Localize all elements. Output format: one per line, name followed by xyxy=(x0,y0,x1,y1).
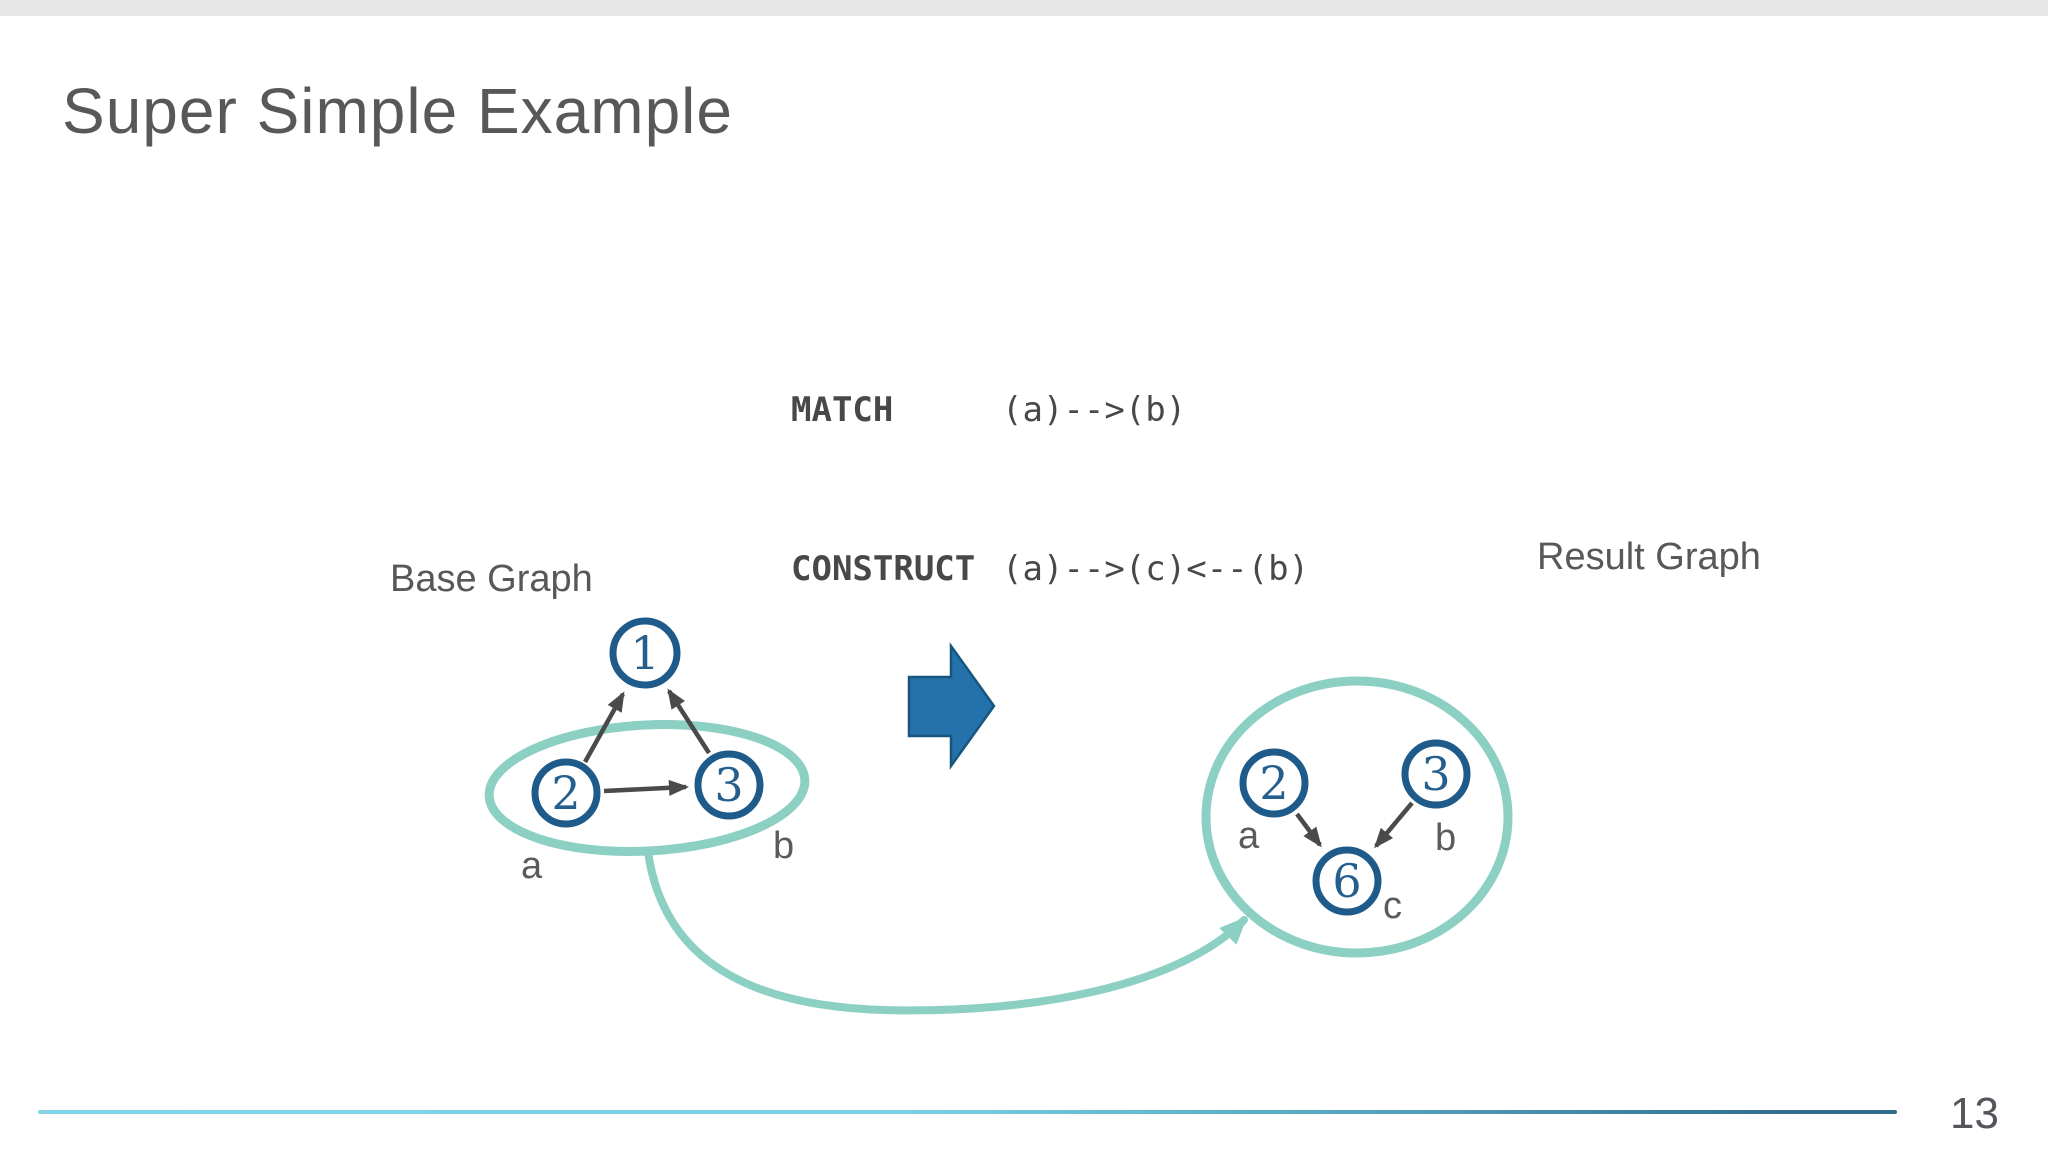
result-node-6: 6 xyxy=(1312,846,1382,916)
result-node-3-circle xyxy=(1401,739,1471,809)
result-node-2-circle xyxy=(1239,748,1309,818)
transform-arrow-icon xyxy=(907,642,996,770)
result-var-a-label: a xyxy=(1238,815,1260,857)
base-node-2-label: 2 xyxy=(551,766,580,820)
code-line-construct: CONSTRUCT (a)-->(c)<--(b) xyxy=(791,543,1309,596)
query-code-block: MATCH (a)-->(b) CONSTRUCT (a)-->(c)<--(b) xyxy=(791,278,1309,702)
code-line-match: MATCH (a)-->(b) xyxy=(791,384,1309,437)
footer-divider-line xyxy=(38,1110,1897,1114)
base-node-1-circle xyxy=(609,617,681,689)
result-node-2: 2 xyxy=(1239,748,1309,818)
base-node-3-circle xyxy=(694,750,764,820)
code-keyword-construct: CONSTRUCT xyxy=(791,549,976,589)
result-var-b-label: b xyxy=(1435,817,1456,859)
edge-r3-to-6 xyxy=(1374,801,1414,849)
mapping-arrow-icon xyxy=(644,848,1248,1015)
base-node-2: 2 xyxy=(531,758,601,828)
code-pattern-match: (a)-->(b) xyxy=(1002,390,1187,430)
result-node-6-circle xyxy=(1312,846,1382,916)
base-graph-binding-ellipse xyxy=(484,720,810,856)
edge-2-to-3 xyxy=(603,779,689,796)
code-pattern-construct: (a)-->(c)<--(b) xyxy=(1002,549,1310,589)
result-node-2-label: 2 xyxy=(1259,756,1288,810)
base-node-3-label: 3 xyxy=(714,758,743,812)
result-graph-label: Result Graph xyxy=(1537,536,1761,578)
page-title: Super Simple Example xyxy=(62,75,733,147)
page-number: 13 xyxy=(1950,1089,1999,1138)
result-node-3: 3 xyxy=(1401,739,1471,809)
result-node-3-label: 3 xyxy=(1421,747,1450,801)
base-node-2-circle xyxy=(531,758,601,828)
result-var-c-label: c xyxy=(1383,885,1402,927)
base-graph-label: Base Graph xyxy=(390,558,593,600)
code-keyword-match: MATCH xyxy=(791,390,894,430)
base-node-3: 3 xyxy=(694,750,764,820)
result-graph-ellipse xyxy=(1201,676,1513,958)
base-node-1: 1 xyxy=(609,617,681,689)
edge-2-to-1 xyxy=(583,691,625,764)
top-bar xyxy=(0,0,2048,16)
result-node-6-label: 6 xyxy=(1332,854,1361,908)
edge-r2-to-6 xyxy=(1295,812,1322,848)
base-node-1-label: 1 xyxy=(630,626,659,680)
edge-3-to-1 xyxy=(667,688,711,755)
base-var-a-label: a xyxy=(521,845,543,887)
base-var-b-label: b xyxy=(773,825,794,867)
